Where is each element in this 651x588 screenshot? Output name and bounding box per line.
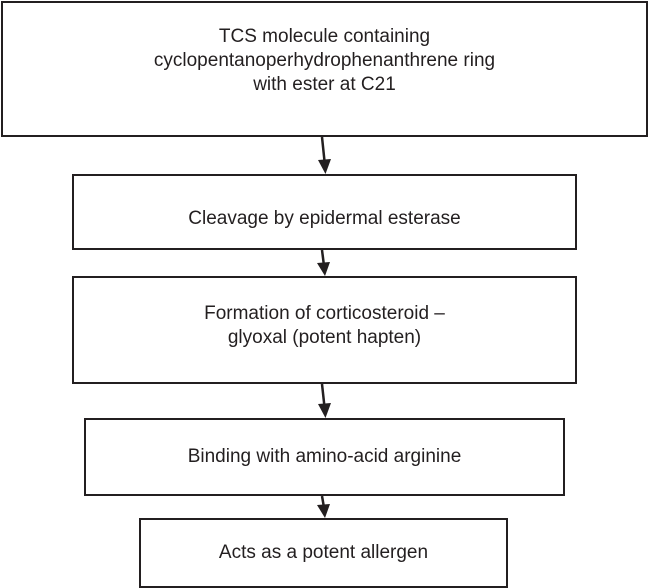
- step-1-line-3: with ester at C21: [253, 74, 396, 95]
- step-1-box: TCS molecule containing cyclopentanoperh…: [1, 1, 648, 137]
- step-4-line-1: Binding with amino-acid arginine: [187, 446, 462, 467]
- step-3-line-1: Formation of corticosteroid –: [204, 303, 445, 324]
- arrow-2-to-3: [317, 249, 330, 276]
- step-2-line-1: Cleavage by epidermal esterase: [188, 208, 461, 229]
- arrow-3-to-4: [318, 383, 331, 418]
- arrow-4-to-5: [317, 495, 330, 518]
- step-3-line-2: glyoxal (potent hapten): [227, 327, 422, 348]
- step-1-line-2: cyclopentanoperhydrophenanthrene ring: [153, 50, 496, 71]
- step-4-box: Binding with amino-acid arginine: [84, 418, 565, 496]
- arrow-1-to-2: [318, 136, 331, 174]
- step-2-box: Cleavage by epidermal esterase: [72, 174, 577, 250]
- step-1-line-1: TCS molecule containing: [218, 26, 431, 47]
- step-3-box: Formation of corticosteroid – glyoxal (p…: [72, 276, 577, 384]
- step-5-line-1: Acts as a potent allergen: [218, 542, 429, 563]
- step-5-box: Acts as a potent allergen: [139, 518, 508, 588]
